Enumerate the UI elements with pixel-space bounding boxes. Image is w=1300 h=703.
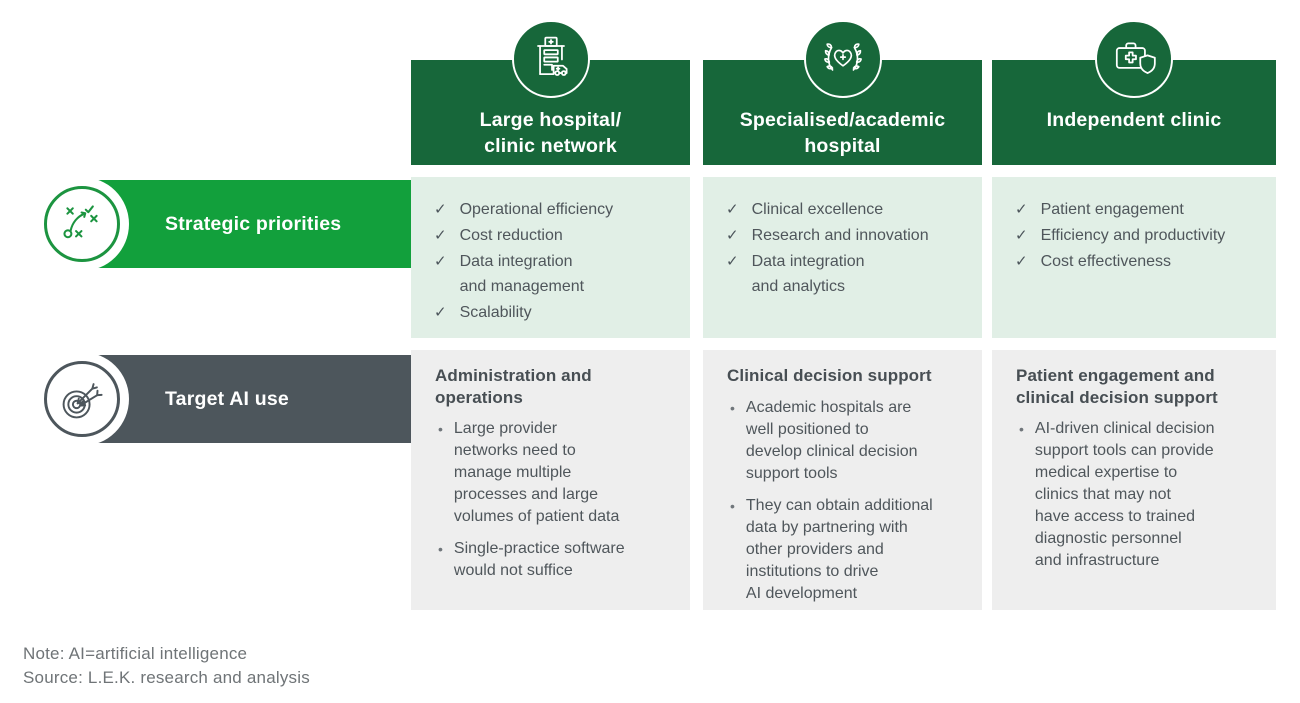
bullet-item: • They can obtain additional data by par…	[727, 495, 972, 605]
cell-aiuse-large-hospital: Administration and operations • Large pr…	[411, 350, 690, 610]
wreath-heart-icon	[803, 20, 882, 98]
checklist-item: ✓ Data integration and analytics	[726, 249, 974, 299]
check-icon: ✓	[434, 303, 447, 321]
check-icon: ✓	[434, 200, 447, 218]
cell-priorities-large-hospital: ✓ Operational efficiency ✓ Cost reductio…	[411, 177, 690, 338]
footnote: Note: AI=artificial intelligence Source:…	[23, 642, 310, 689]
bullet-icon: •	[438, 421, 443, 437]
cell-aiuse-independent-clinic: Patient engagement and clinical decision…	[992, 350, 1276, 610]
checklist-item: ✓ Data integration and management	[434, 249, 682, 299]
note-line: Note: AI=artificial intelligence	[23, 644, 248, 663]
bullet-item: • Single-practice software would not suf…	[435, 538, 680, 582]
column-header-specialised-academic: Specialised/academic hospital	[703, 20, 982, 165]
column-header-large-hospital: Large hospital/ clinic network	[411, 20, 690, 165]
target-arrows-icon	[44, 361, 120, 437]
check-icon: ✓	[434, 252, 447, 270]
aiuse-heading: Patient engagement and clinical decision…	[1016, 366, 1218, 407]
hospital-building-icon	[511, 20, 590, 98]
check-icon: ✓	[726, 252, 739, 270]
checklist-item: ✓ Research and innovation	[726, 223, 974, 248]
aiuse-heading: Clinical decision support	[727, 366, 932, 385]
bullet-icon: •	[730, 497, 735, 514]
checklist-item: ✓ Scalability	[434, 300, 682, 325]
bullet-item: • Large provider networks need to manage…	[435, 418, 680, 528]
checklist-item: ✓ Cost reduction	[434, 223, 682, 248]
strategy-plan-icon	[44, 186, 120, 262]
column-title: Specialised/academic hospital	[739, 109, 946, 157]
check-icon: ✓	[726, 200, 739, 218]
checklist-item: ✓ Cost effectiveness	[1015, 249, 1268, 274]
aiuse-heading: Administration and operations	[435, 366, 592, 407]
column-header-independent-clinic: Independent clinic	[992, 20, 1276, 165]
bullet-icon: •	[438, 541, 443, 557]
medical-kit-shield-icon	[1095, 20, 1173, 98]
bullet-item: • AI-driven clinical decision support to…	[1016, 418, 1266, 572]
row-label-target-ai-use: Target AI use	[93, 355, 411, 443]
checklist-item: ✓ Operational efficiency	[434, 197, 682, 222]
column-title: Independent clinic	[1046, 109, 1222, 131]
checklist-item: ✓ Patient engagement	[1015, 197, 1268, 222]
cell-aiuse-specialised-academic: Clinical decision support • Academic hos…	[703, 350, 982, 610]
bullet-item: • Academic hospitals are well positioned…	[727, 397, 972, 485]
check-icon: ✓	[1015, 226, 1028, 244]
check-icon: ✓	[1015, 252, 1028, 270]
bullet-icon: •	[1019, 421, 1024, 437]
bullet-icon: •	[730, 399, 735, 416]
cell-priorities-independent-clinic: ✓ Patient engagement ✓ Efficiency and pr…	[992, 177, 1276, 338]
cell-priorities-specialised-academic: ✓ Clinical excellence ✓ Research and inn…	[703, 177, 982, 338]
check-icon: ✓	[726, 226, 739, 244]
checklist-item: ✓ Clinical excellence	[726, 197, 974, 222]
row-label-strategic-priorities: Strategic priorities	[93, 180, 411, 268]
checklist-item: ✓ Efficiency and productivity	[1015, 223, 1268, 248]
row-label-text: Target AI use	[165, 387, 289, 410]
check-icon: ✓	[1015, 200, 1028, 218]
source-line: Source: L.E.K. research and analysis	[23, 667, 310, 687]
row-label-text: Strategic priorities	[165, 212, 342, 235]
check-icon: ✓	[434, 226, 447, 244]
column-title: Large hospital/ clinic network	[479, 109, 622, 157]
